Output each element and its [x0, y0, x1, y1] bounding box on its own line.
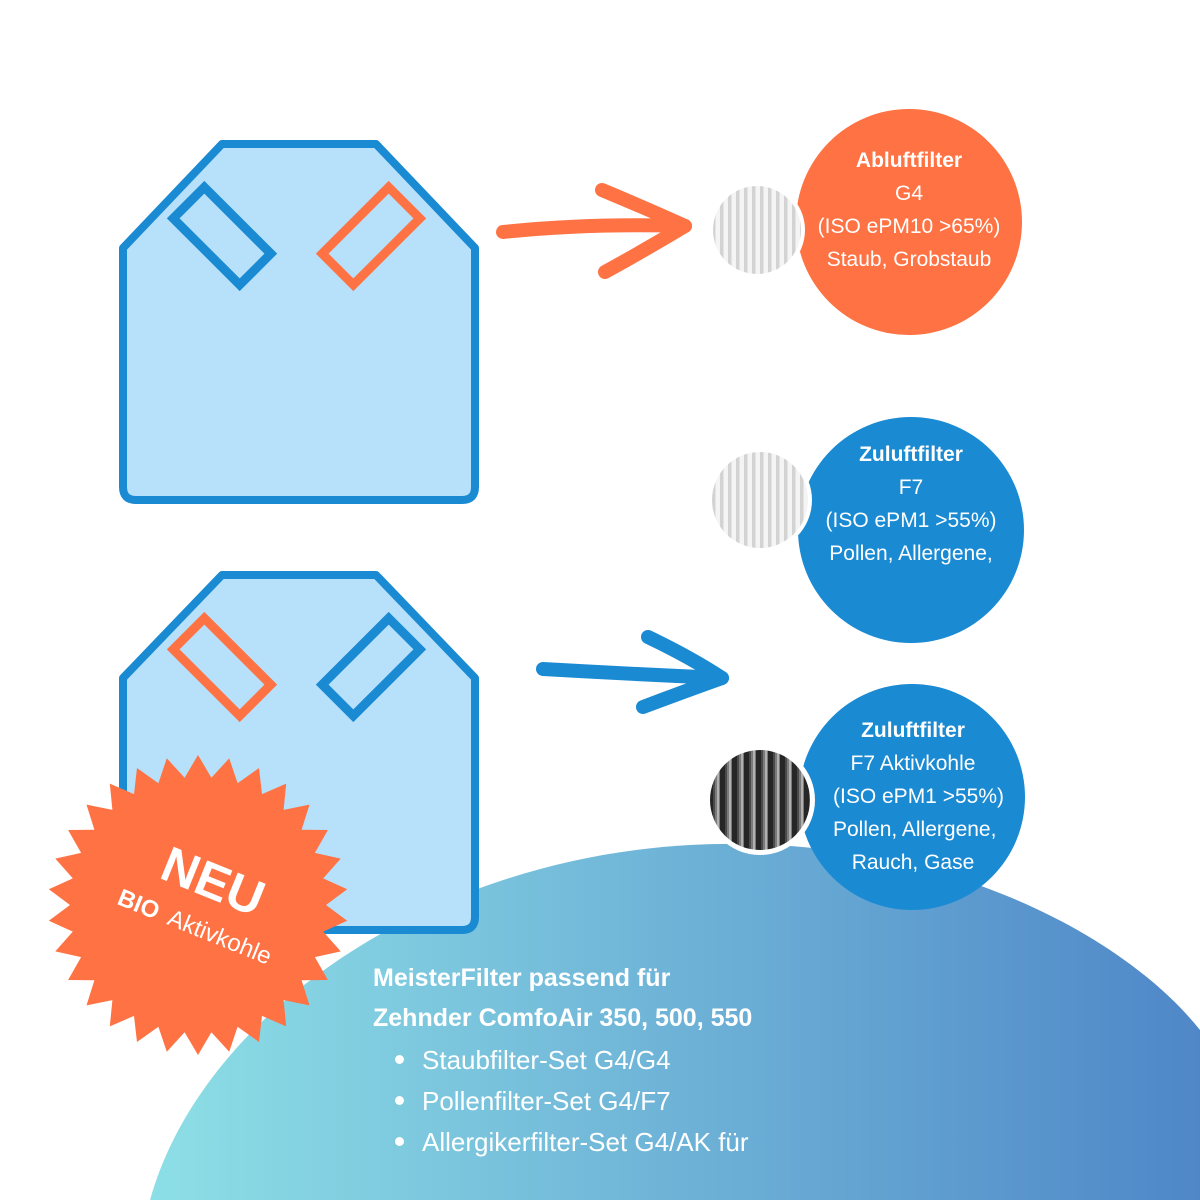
abluftfilter-label: Abluftfilter G4 (ISO ePM10 >65%) Staub, … [809, 144, 1009, 276]
carbon-pleated-filter-icon [705, 745, 815, 855]
filter-slot-orange-icon [166, 611, 278, 723]
abluftfilter-circle [796, 109, 1022, 335]
filter-title: Zuluftfilter [859, 443, 963, 466]
filter-slot-orange-icon [315, 180, 427, 292]
list-item-label: Pollenfilter-Set G4/F7 [422, 1086, 671, 1116]
filter-title: Zuluftfilter [861, 719, 965, 742]
filter-set-list: Staubfilter-Set G4/G4 Pollenfilter-Set G… [373, 1040, 1173, 1163]
filter-iso: (ISO ePM1 >55%) [825, 509, 997, 532]
filter-iso: (ISO ePM1 >55%) [833, 785, 1004, 808]
list-item-label: Allergikerfilter-Set G4/AK für [422, 1127, 749, 1157]
bullet-icon [395, 1054, 404, 1064]
compatibility-info: MeisterFilter passend für Zehnder ComfoA… [373, 958, 1173, 1163]
filter-use: Pollen, Allergene, [833, 818, 997, 841]
filter-title: Abluftfilter [855, 149, 963, 172]
white-pleated-filter-icon [708, 448, 812, 552]
zuluftfilter-aktivkohle-label: Zuluftfilter F7 Aktivkohle (ISO ePM1 >55… [833, 714, 1004, 879]
filter-iso: (ISO ePM10 >65%) [817, 215, 1001, 238]
list-item-label: Staubfilter-Set G4/G4 [422, 1045, 671, 1075]
white-pleated-filter-icon [709, 182, 805, 278]
bullet-icon [395, 1095, 404, 1105]
zuluftfilter-f7-circle [798, 417, 1024, 643]
arrow-right-blue-icon [536, 630, 729, 714]
list-item: Staubfilter-Set G4/G4 [395, 1040, 1173, 1081]
zuluftfilter-f7-label: Zuluftfilter F7 (ISO ePM1 >55%) Pollen, … [811, 438, 1011, 570]
filter-slot-blue-icon [166, 180, 278, 292]
filter-use: Staub, Grobstaub [826, 248, 992, 271]
neu-starburst-badge [48, 755, 348, 1055]
filter-use: Pollen, Allergene, [829, 542, 993, 565]
badge-bio: BIO [114, 884, 164, 925]
arrow-right-orange-icon [496, 183, 692, 279]
filter-class: G4 [894, 182, 923, 205]
badge-subtitle: Aktivkohle [164, 904, 276, 970]
neu-badge-text: NEU BIO Aktivkohle [114, 836, 276, 971]
filter-class: F7 [898, 476, 924, 499]
list-item: Allergikerfilter-Set G4/AK für [395, 1122, 1173, 1163]
filter-class: F7 Aktivkohle [850, 752, 976, 775]
zuluftfilter-aktivkohle-circle [799, 684, 1025, 910]
filter-slot-blue-icon [315, 611, 427, 723]
list-item: Pollenfilter-Set G4/F7 [395, 1081, 1173, 1122]
bullet-icon [395, 1136, 404, 1146]
ventilation-unit-top [119, 140, 479, 504]
filter-use-extra: Rauch, Gase [851, 851, 975, 874]
info-heading-line2: Zehnder ComfoAir 350, 500, 550 [373, 1004, 753, 1032]
info-heading-line1: MeisterFilter passend für [373, 964, 671, 992]
